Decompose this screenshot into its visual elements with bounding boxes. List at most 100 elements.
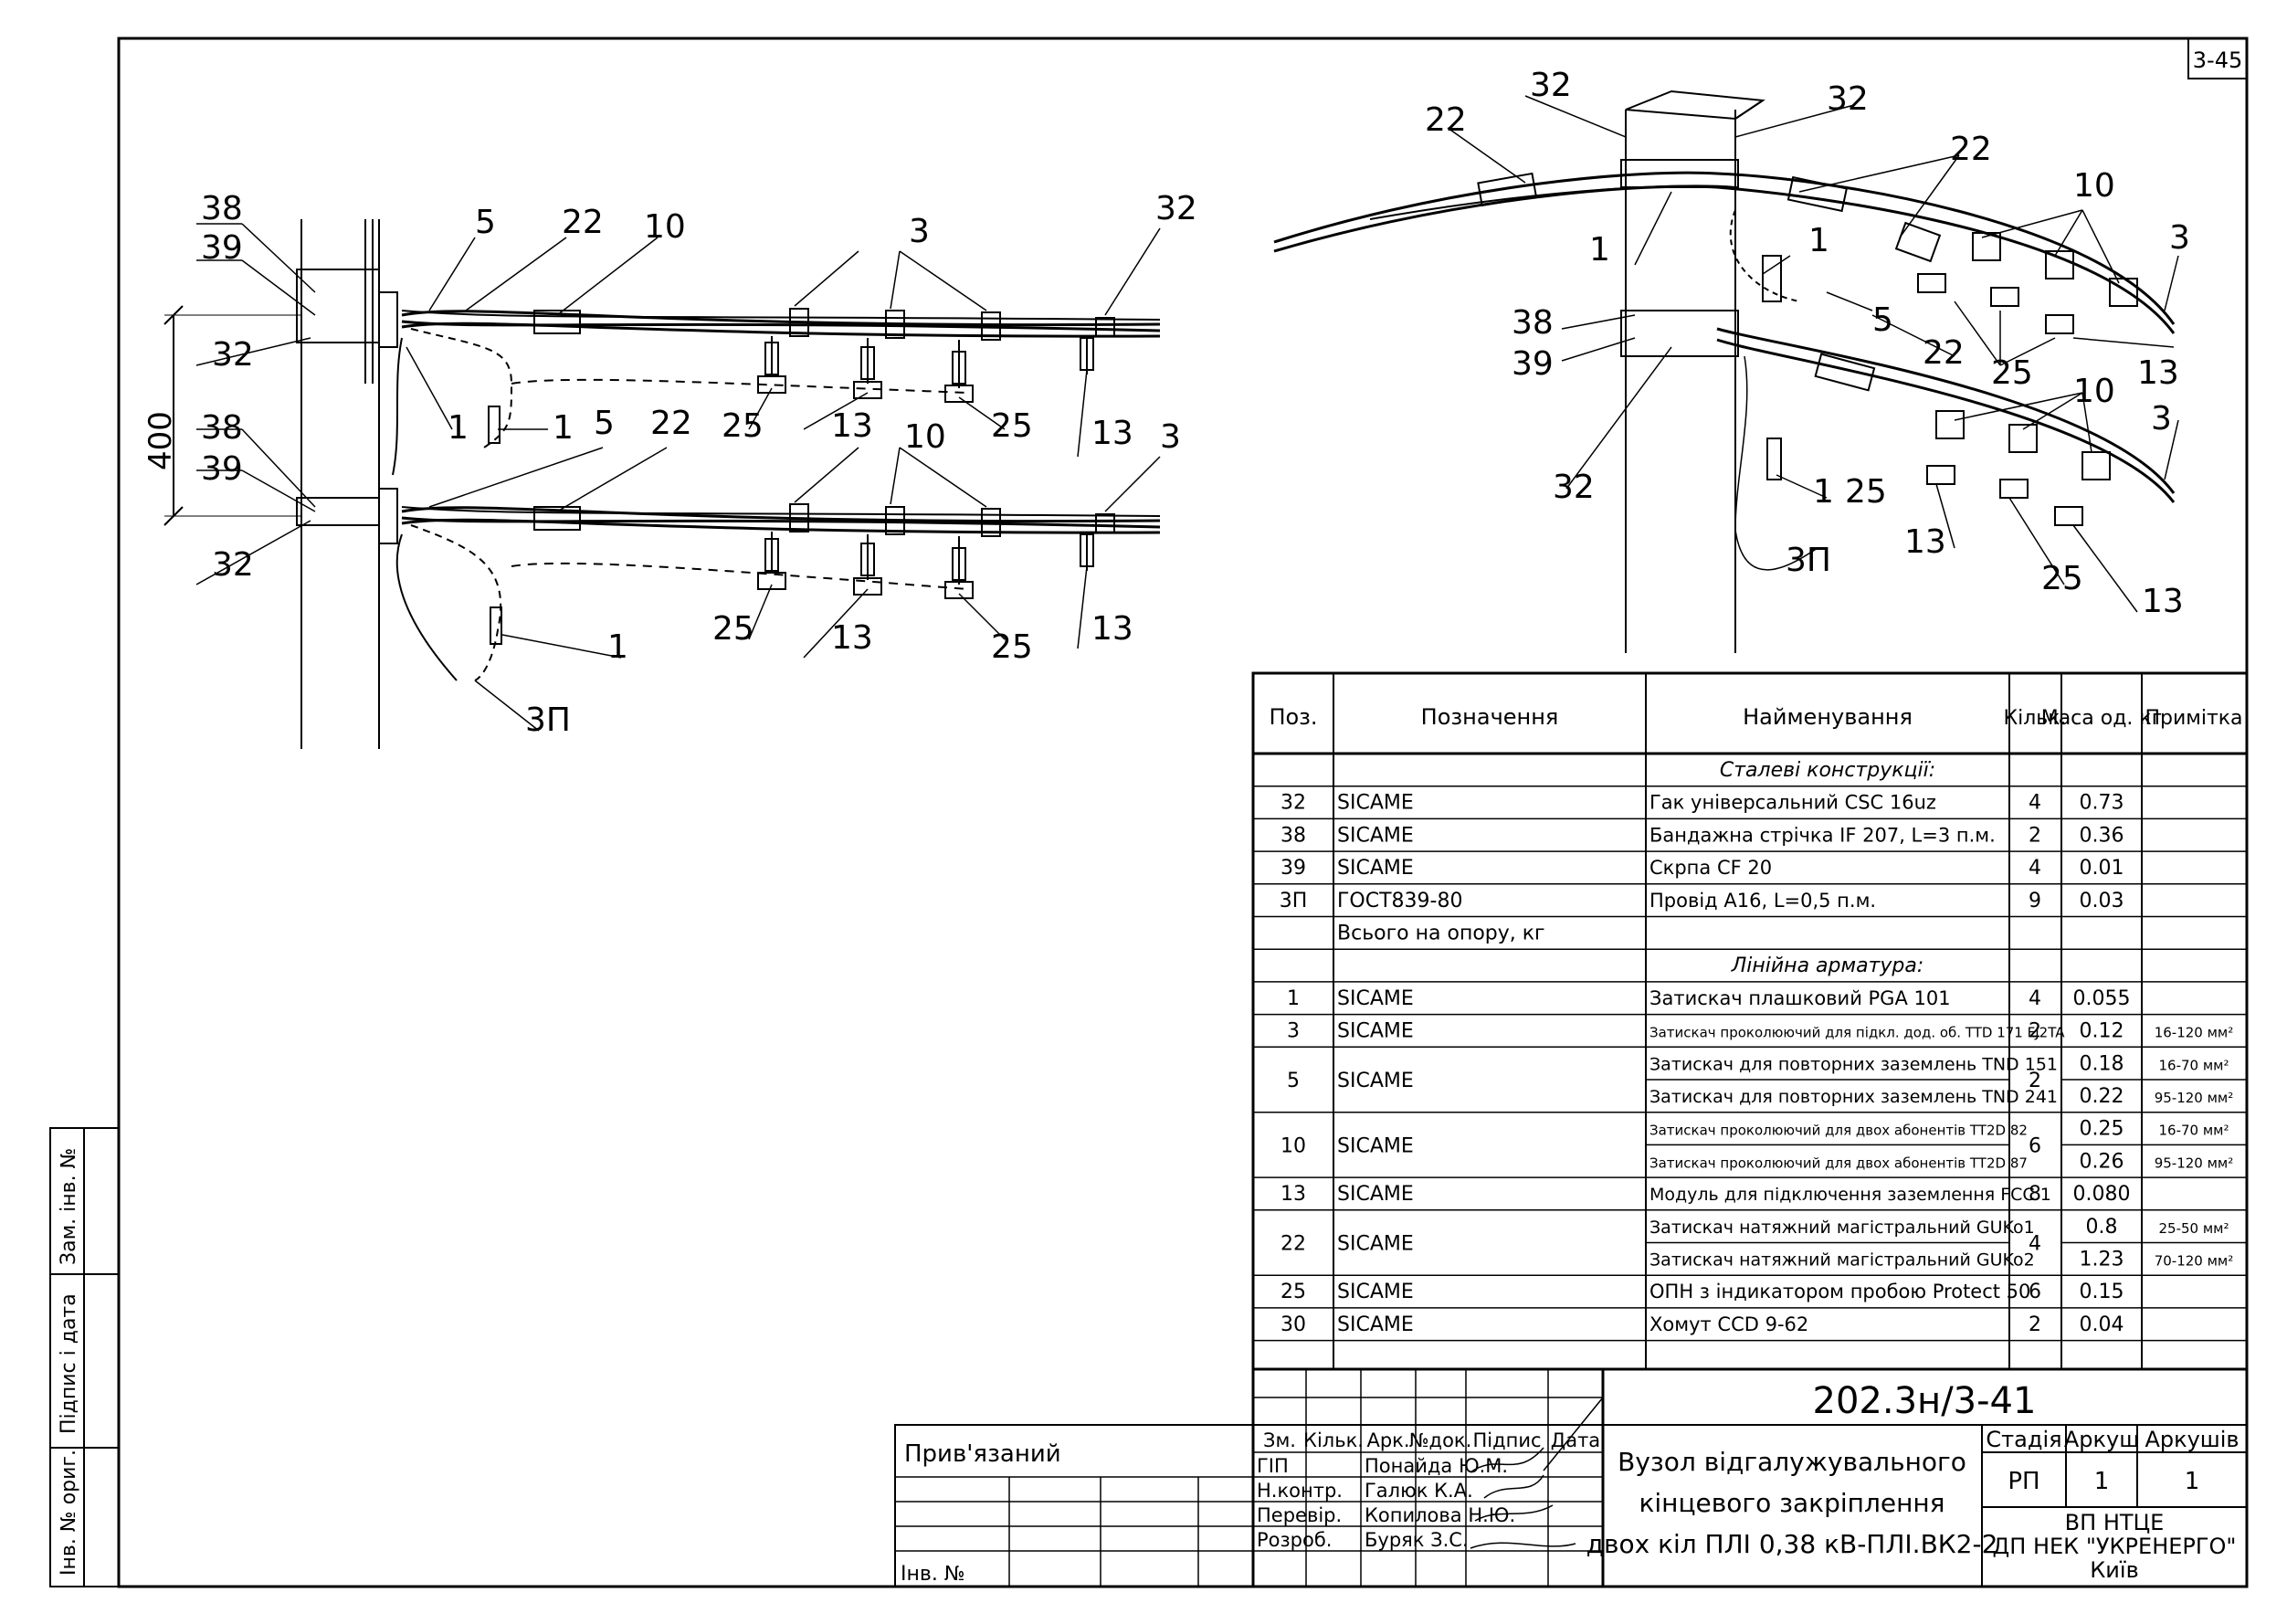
side-label-replace: Зам. інв. № — [58, 1148, 80, 1266]
callout: 5 — [1872, 301, 1893, 339]
callout: 3П — [1786, 542, 1831, 579]
spec-section-heading: Сталеві конструкції: — [1720, 759, 1935, 782]
sheet-number-box — [2187, 37, 2248, 79]
callout: 3 — [2151, 400, 2172, 438]
spec-mass: 0.055 — [2073, 987, 2131, 1010]
spec-pos: 38 — [1281, 824, 1306, 847]
spec-qty: 4 — [2029, 1233, 2041, 1256]
callout: 25 — [722, 407, 764, 445]
spec-qty: 2 — [2029, 1070, 2041, 1092]
spec-pos: 13 — [1281, 1183, 1306, 1206]
callout: 25 — [991, 407, 1033, 445]
spec-qty: 6 — [2029, 1134, 2041, 1157]
callout: 13 — [1091, 610, 1133, 648]
callout: 10 — [2073, 373, 2115, 410]
spec-note: 70-120 мм² — [2155, 1253, 2234, 1270]
spec-mass: 0.22 — [2080, 1085, 2124, 1108]
svg-text:1: 1 — [2185, 1468, 2200, 1495]
spec-designation: SICAME — [1337, 1281, 1414, 1303]
callout: 22 — [650, 405, 692, 442]
spec-qty: 2 — [2029, 824, 2041, 847]
spec-qty: 2 — [2029, 1020, 2041, 1043]
spec-qty: 8 — [2029, 1183, 2041, 1206]
spec-name: Гак універсальний CSC 16uz — [1649, 792, 1936, 814]
spec-mass: 0.15 — [2080, 1281, 2124, 1303]
spec-designation: SICAME — [1337, 857, 1414, 880]
side-view-labels: 400 38 39 32 5 22 10 3 32 1 1 25 13 25 1… — [142, 190, 1197, 739]
svg-text:Підпис: Підпис — [1472, 1429, 1541, 1451]
svg-text:Дата: Дата — [1551, 1429, 1600, 1451]
callout: 10 — [644, 208, 686, 246]
callout: 13 — [1091, 415, 1133, 452]
spec-pos: 1 — [1287, 987, 1300, 1010]
title-line-2: кінцевого закріплення — [1639, 1488, 1944, 1518]
callout: 39 — [201, 450, 243, 488]
svg-text:Н.контр.: Н.контр. — [1257, 1480, 1343, 1502]
spec-pos: 30 — [1281, 1313, 1306, 1336]
callout: 5 — [475, 204, 496, 241]
spec-designation: ГОСТ839-80 — [1337, 890, 1462, 912]
callout: 3 — [1160, 418, 1181, 456]
spec-name: Затискач плашковий PGA 101 — [1649, 987, 1951, 1009]
spec-mass: 0.03 — [2080, 890, 2124, 912]
svg-text:Маса од. кг: Маса од. кг — [2041, 707, 2163, 730]
spec-mass: 0.18 — [2080, 1052, 2124, 1075]
title-block — [894, 1367, 2249, 1588]
spec-pos: 32 — [1281, 792, 1306, 815]
spec-note: 95-120 мм² — [2155, 1155, 2234, 1171]
svg-text:1: 1 — [2094, 1468, 2110, 1495]
spec-designation: SICAME — [1337, 1183, 1414, 1206]
spec-name: Затискач натяжний магістральний GUKo2 — [1649, 1250, 2035, 1271]
svg-text:Аркуш: Аркуш — [2064, 1427, 2139, 1452]
spec-designation: SICAME — [1337, 1070, 1414, 1092]
spec-pos: 10 — [1281, 1134, 1306, 1157]
spec-pos: 25 — [1281, 1281, 1306, 1303]
spec-mass: 0.25 — [2080, 1118, 2124, 1141]
callout: 5 — [594, 405, 615, 442]
svg-text:Розроб.: Розроб. — [1257, 1529, 1332, 1551]
svg-text:№док.: №док. — [1409, 1429, 1472, 1451]
callout: 32 — [1553, 469, 1595, 506]
callout: 1 — [1813, 473, 1834, 511]
spec-name: Хомут CCD 9-62 — [1649, 1313, 1808, 1335]
spec-designation: SICAME — [1337, 987, 1414, 1010]
spec-mass: 0.01 — [2080, 857, 2124, 880]
spec-pos: 22 — [1281, 1233, 1306, 1256]
title-block-text: 202.3н/3-41 Прив'язаний Інв. № Зм. Кільк… — [901, 1380, 2240, 1586]
spec-name: Провід А16, L=0,5 п.м. — [1649, 890, 1876, 912]
callout: 13 — [2137, 354, 2179, 392]
callout: 10 — [2073, 167, 2115, 205]
spec-designation: SICAME — [1337, 792, 1414, 815]
spec-name: Затискач для повторних заземлень TND 151 — [1649, 1054, 2058, 1074]
dim-400: 400 — [142, 411, 179, 470]
spec-qty: 6 — [2029, 1281, 2041, 1303]
spec-name: Затискач проколюючий для двох абонентів … — [1649, 1155, 2028, 1171]
spec-pos: 3 — [1287, 1020, 1300, 1043]
svg-text:Київ: Київ — [2090, 1557, 2138, 1583]
svg-text:РП: РП — [2008, 1468, 2039, 1495]
spec-name: ОПН з індикатором пробою Protect 50 — [1649, 1281, 2030, 1302]
spec-name: Затискач натяжний магістральний GUKo1 — [1649, 1218, 2035, 1238]
spec-mass: 0.080 — [2073, 1183, 2131, 1206]
spec-designation: SICAME — [1337, 1020, 1414, 1043]
isometric-labels: 32 32 22 22 10 3 1 1 5 22 38 39 25 13 10… — [1425, 67, 2190, 620]
svg-text:Аркушів: Аркушів — [2145, 1427, 2239, 1452]
spec-section-heading: Лінійна арматура: — [1731, 954, 1924, 977]
spec-pos: 3П — [1280, 890, 1308, 912]
spec-designation: SICAME — [1337, 824, 1414, 847]
inv-label: Інв. № — [901, 1563, 965, 1586]
spec-name: Скрпа CF 20 — [1649, 857, 1772, 879]
spec-qty: 4 — [2029, 987, 2041, 1010]
callout: 13 — [1904, 523, 1946, 561]
spec-note: 16-70 мм² — [2159, 1057, 2229, 1073]
spec-pos: 39 — [1281, 857, 1306, 880]
side-label-orig: Інв. № ориг. — [58, 1450, 80, 1576]
callout: 22 — [1425, 101, 1467, 139]
spec-designation: SICAME — [1337, 1313, 1414, 1336]
isometric-drawing — [1273, 90, 2179, 653]
spec-mass: 0.26 — [2080, 1150, 2124, 1173]
callout: 25 — [991, 628, 1033, 666]
svg-text:Найменування: Найменування — [1743, 704, 1913, 730]
svg-text:Буряк З.С.: Буряк З.С. — [1365, 1529, 1469, 1551]
